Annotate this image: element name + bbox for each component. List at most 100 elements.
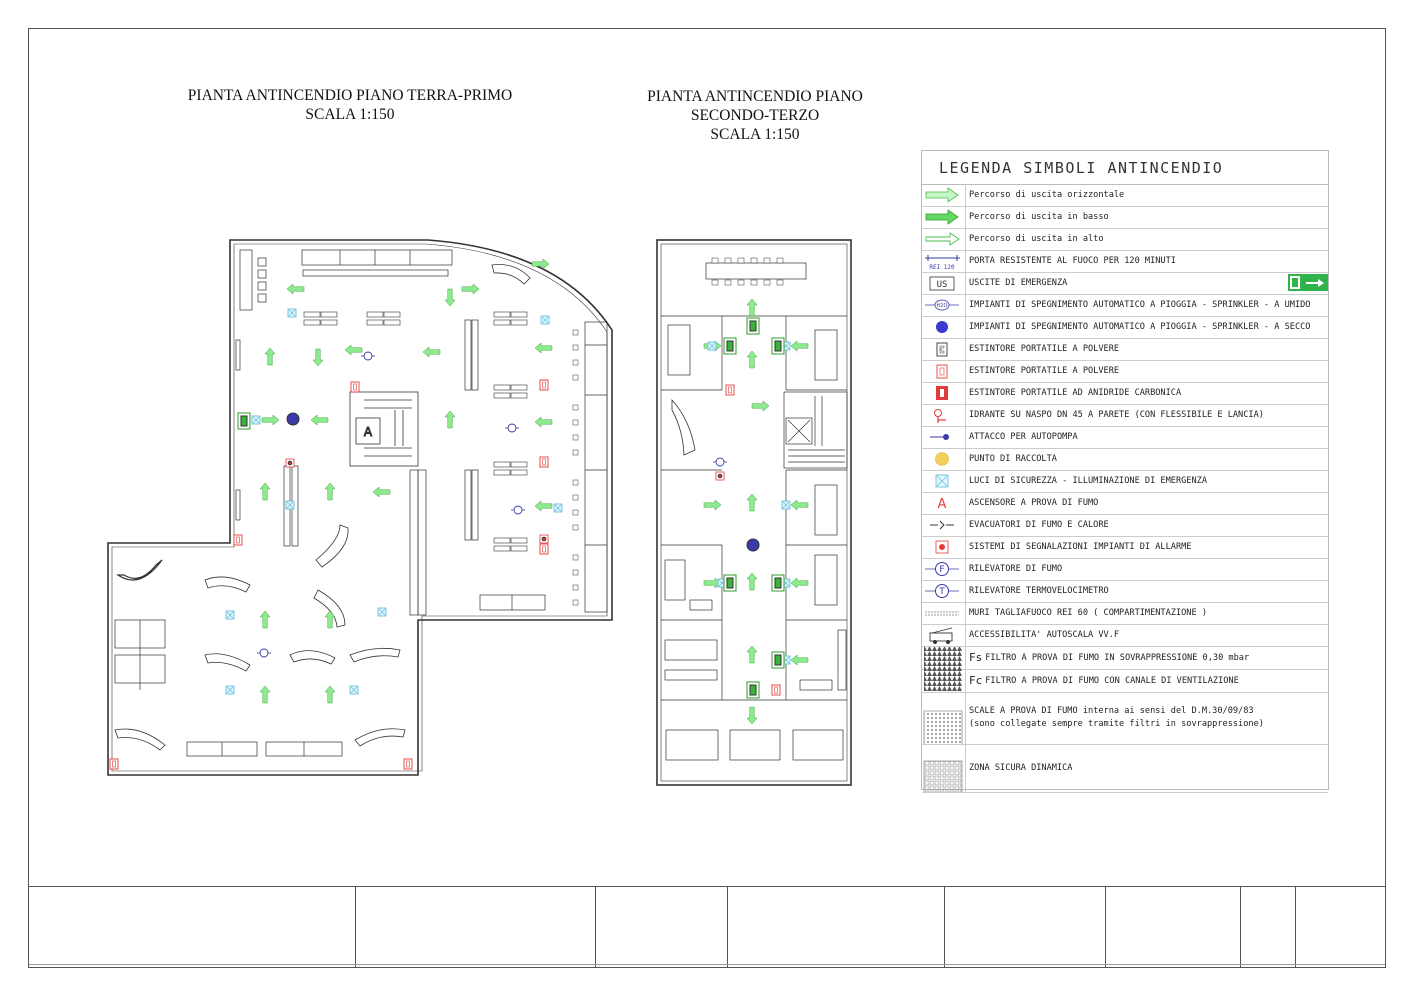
legend-row: Percorso di uscita in basso: [922, 206, 1328, 229]
assembly-point-icon: [922, 448, 966, 470]
hydrant-icon: [922, 404, 966, 426]
legend-text-line: ACCESSIBILITA' AUTOSCALA VV.F: [969, 630, 1120, 640]
extinguisher-co2-icon: [922, 382, 966, 404]
legend-row: F RILEVATORE DI FUMO: [922, 558, 1328, 581]
smokeproof-stair-icon: [922, 692, 966, 756]
safe-zone-icon: [922, 744, 966, 802]
title-left-line-1: PIANTA ANTINCENDIO PIANO TERRA-PRIMO: [187, 87, 513, 104]
legend-row: SISTEMI DI SEGNALAZIONI IMPIANTI DI ALLA…: [922, 536, 1328, 559]
legend-text-line: ZONA SICURA DINAMICA: [969, 763, 1073, 773]
legend-text: SISTEMI DI SEGNALAZIONI IMPIANTI DI ALLA…: [969, 536, 1191, 558]
arrow-outline-icon: [922, 184, 966, 206]
legend-text: USCITE DI EMERGENZA: [969, 272, 1067, 294]
svg-text:F: F: [939, 565, 944, 575]
emergency-exit-sign-icon: [1288, 274, 1328, 291]
legend-row: ESTINTORE PORTATILE AD ANIDRIDE CARBONIC…: [922, 382, 1328, 405]
legend-text-line: FILTRO A PROVA DI FUMO CON CANALE DI VEN…: [985, 675, 1239, 686]
legend-text-line: ESTINTORE PORTATILE AD ANIDRIDE CARBONIC…: [969, 388, 1182, 398]
sprinkler-dry-icon: [922, 316, 966, 338]
extinguisher-outline-icon: [922, 338, 966, 360]
plan-ground-first: A: [107, 239, 613, 776]
legend-text: IMPIANTI DI SPEGNIMENTO AUTOMATICO A PIO…: [969, 294, 1310, 316]
sheet-frame: [28, 28, 1386, 968]
legend-text: RILEVATORE TERMOVELOCIMETRO: [969, 580, 1109, 602]
legend-text-line: IDRANTE SU NASPO DN 45 A PARETE (CON FLE…: [969, 410, 1264, 420]
legend-row: IDRANTE SU NASPO DN 45 A PARETE (CON FLE…: [922, 404, 1328, 427]
legend-text-line: RILEVATORE DI FUMO: [969, 564, 1063, 574]
legend-text-line: LUCI DI SICUREZZA - ILLUMINAZIONE DI EME…: [969, 476, 1207, 486]
legend-text: SCALE A PROVA DI FUMO interna ai sensi d…: [969, 692, 1264, 744]
title-left-line-2: SCALA 1:150: [305, 106, 395, 123]
plan-second-third: [656, 239, 852, 786]
legend-text: LUCI DI SICUREZZA - ILLUMINAZIONE DI EME…: [969, 470, 1207, 492]
title-right-line-2: SECONDO-TERZO: [690, 107, 820, 124]
heat-detector-icon: T: [922, 580, 966, 602]
title-ground-first-floor: PIANTA ANTINCENDIO PIANO TERRA-PRIMO SCA…: [160, 86, 540, 124]
arrow-solid-icon: [922, 206, 966, 228]
legend-row: T RILEVATORE TERMOVELOCIMETRO: [922, 580, 1328, 603]
legend-row: REI 120 PORTA RESISTENTE AL FUOCO PER 120…: [922, 250, 1328, 273]
legend-text: PORTA RESISTENTE AL FUOCO PER 120 MINUTI: [969, 250, 1176, 272]
title-second-third-floor: PIANTA ANTINCENDIO PIANO SECONDO-TERZO S…: [610, 87, 900, 144]
legend-text-line: Percorso di uscita orizzontale: [969, 190, 1125, 200]
legend-text-line: IMPIANTI DI SPEGNIMENTO AUTOMATICO A PIO…: [969, 322, 1311, 332]
legend-text-line: Percorso di uscita in alto: [969, 234, 1104, 244]
legend-text: ZONA SICURA DINAMICA: [969, 744, 1072, 792]
legend-text: Percorso di uscita in alto: [969, 228, 1104, 250]
legend-text: ESTINTORE PORTATILE AD ANIDRIDE CARBONIC…: [969, 382, 1181, 404]
legend-prefix: Fc: [969, 674, 983, 687]
legend-row: LUCI DI SICUREZZA - ILLUMINAZIONE DI EME…: [922, 470, 1328, 493]
legend-row: ZONA SICURA DINAMICA: [922, 744, 1328, 802]
legend-row: EVACUATORI DI FUMO E CALORE: [922, 514, 1328, 537]
smoke-detector-icon: F: [922, 558, 966, 580]
legend-text-line: IMPIANTI DI SPEGNIMENTO AUTOMATICO A PIO…: [969, 300, 1311, 310]
legend-text: ESTINTORE PORTATILE A POLVERE: [969, 338, 1119, 360]
fire-door-icon: REI 120: [922, 250, 966, 272]
legend-row: Percorso di uscita orizzontale: [922, 184, 1328, 207]
svg-text:H2O: H2O: [937, 303, 948, 309]
legend-text: IMPIANTI DI SPEGNIMENTO AUTOMATICO A PIO…: [969, 316, 1310, 338]
legend-text: IDRANTE SU NASPO DN 45 A PARETE (CON FLE…: [969, 404, 1264, 426]
svg-text:US: US: [937, 280, 948, 290]
title-right-line-1: PIANTA ANTINCENDIO PIANO: [647, 88, 863, 105]
emergency-light-icon: [922, 470, 966, 492]
legend-row: ESTINTORE PORTATILE A POLVERE: [922, 360, 1328, 383]
legend-text: Percorso di uscita in basso: [969, 206, 1109, 228]
legend-text-line: USCITE DI EMERGENZA: [969, 278, 1068, 288]
legend-row: Percorso di uscita in alto: [922, 228, 1328, 251]
legend-prefix: Fs: [969, 651, 983, 664]
legend-row: PUNTO DI RACCOLTA: [922, 448, 1328, 471]
legend-row: SCALE A PROVA DI FUMO interna ai sensi d…: [922, 692, 1328, 756]
legend-text-line-2: (sono collegate sempre tramite filtri in…: [969, 719, 1264, 729]
elevator-label: A: [364, 425, 373, 439]
title-block: [29, 886, 1385, 967]
legend-text: Percorso di uscita orizzontale: [969, 184, 1124, 206]
legend-row: ESTINTORE PORTATILE A POLVERE: [922, 338, 1328, 361]
legend-row: ACCESSIBILITA' AUTOSCALA VV.F: [922, 624, 1328, 647]
legend-text-line: ATTACCO PER AUTOPOMPA: [969, 432, 1078, 442]
alarm-icon: [922, 536, 966, 558]
legend-text: PUNTO DI RACCOLTA: [969, 448, 1057, 470]
fire-truck-icon: [922, 624, 966, 646]
legend-text-line: Percorso di uscita in basso: [969, 212, 1109, 222]
arrow-thin-icon: [922, 228, 966, 250]
legend-text-line: SISTEMI DI SEGNALAZIONI IMPIANTI DI ALLA…: [969, 542, 1192, 552]
elevator-icon: A: [922, 492, 966, 514]
legend-text-line: EVACUATORI DI FUMO E CALORE: [969, 520, 1109, 530]
legend-text-line: MURI TAGLIAFUOCO REI 60 ( COMPARTIMENTAZ…: [969, 608, 1207, 618]
extinguisher-red-icon: [922, 360, 966, 382]
svg-text:REI 120: REI 120: [929, 264, 955, 271]
legend-text: ESTINTORE PORTATILE A POLVERE: [969, 360, 1119, 382]
svg-text:T: T: [938, 587, 945, 597]
legend-text-line: FILTRO A PROVA DI FUMO IN SOVRAPPRESSION…: [985, 652, 1250, 663]
legend-text-line: RILEVATORE TERMOVELOCIMETRO: [969, 586, 1109, 596]
legend-row: H2O IMPIANTI DI SPEGNIMENTO AUTOMATICO A …: [922, 294, 1328, 317]
legend-text: ACCESSIBILITA' AUTOSCALA VV.F: [969, 624, 1119, 646]
legend-row: US USCITE DI EMERGENZA: [922, 272, 1328, 295]
firewall-icon: [922, 602, 966, 624]
